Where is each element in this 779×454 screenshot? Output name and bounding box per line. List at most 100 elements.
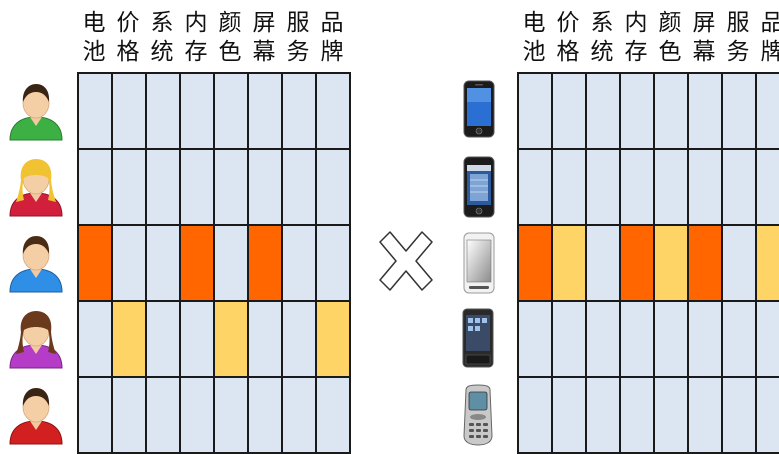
feature-header-char: 屏 [692,10,716,36]
matrix-cell [77,148,113,226]
matrix-cell [585,148,621,226]
matrix-cell [551,148,587,226]
multiply-cross-icon [379,231,433,291]
matrix-cell [315,224,351,302]
feature-header-char: 颜 [218,10,242,36]
matrix-cell [653,148,689,226]
matrix-cell [585,72,621,150]
matrix-cell [755,376,779,454]
matrix-cell [551,300,587,378]
feature-header-char: 务 [286,39,310,65]
matrix-cell [111,224,147,302]
matrix-cell [315,300,351,378]
matrix-cell [247,72,283,150]
matrix-cell [551,72,587,150]
feature-header-char: 颜 [658,10,682,36]
matrix-cell [179,224,215,302]
matrix-cell [247,224,283,302]
matrix-cell [145,300,181,378]
matrix-cell [585,224,621,302]
matrix-cell [179,72,215,150]
feature-header-char: 牌 [320,39,344,65]
matrix-cell [145,224,181,302]
matrix-cell [653,300,689,378]
matrix-cell [517,376,553,454]
matrix-cell [213,148,249,226]
matrix-cell [653,224,689,302]
feature-header-char: 电 [82,10,106,36]
user-female-purple-icon [6,308,66,374]
matrix-cell [517,148,553,226]
feature-header-char: 存 [184,39,208,65]
user-red-icon [6,384,66,450]
matrix-cell [179,300,215,378]
matrix-cell [755,72,779,150]
matrix-cell [687,300,723,378]
matrix-cell [721,224,757,302]
matrix-cell [213,224,249,302]
nokia-phone-icon [462,384,494,450]
matrix-cell [111,72,147,150]
matrix-cell [755,300,779,378]
matrix-cell [315,72,351,150]
matrix-cell [281,300,317,378]
feature-header-char: 价 [116,10,140,36]
feature-header-char: 格 [116,39,140,65]
matrix-cell [315,148,351,226]
feature-header-char: 池 [522,39,546,65]
matrix-cell [619,148,655,226]
matrix-cell [619,300,655,378]
feature-header-char: 幕 [692,39,716,65]
matrix-cell [551,376,587,454]
matrix-cell [111,376,147,454]
feature-header-char: 统 [150,39,174,65]
matrix-cell [721,300,757,378]
feature-header-char: 电 [522,10,546,36]
matrix-cell [145,72,181,150]
feature-header-char: 价 [556,10,580,36]
matrix-cell [687,72,723,150]
matrix-cell [213,300,249,378]
matrix-cell [517,224,553,302]
iphone-black-icon [462,80,496,142]
matrix-cell [721,376,757,454]
matrix-cell [213,72,249,150]
feature-header-char: 服 [286,10,310,36]
matrix-cell [653,72,689,150]
matrix-cell [213,376,249,454]
feature-header-char: 色 [218,39,242,65]
matrix-cell [517,72,553,150]
matrix-cell [145,148,181,226]
user-blue-icon [6,232,66,298]
white-smartphone-icon [462,232,496,298]
matrix-cell [619,72,655,150]
feature-header-char: 屏 [252,10,276,36]
matrix-cell [179,148,215,226]
feature-header-char: 品 [320,10,344,36]
feature-header-char: 统 [590,39,614,65]
matrix-cell [247,148,283,226]
feature-header-char: 幕 [252,39,276,65]
matrix-cell [687,376,723,454]
feature-header-char: 色 [658,39,682,65]
matrix-cell [755,224,779,302]
matrix-cell [145,376,181,454]
matrix-cell [315,376,351,454]
feature-header-char: 系 [150,10,174,36]
matrix-cell [619,224,655,302]
matrix-cell [77,224,113,302]
iphone-app-screen-icon [462,156,496,222]
feature-header-char: 牌 [760,39,779,65]
matrix-cell [281,224,317,302]
matrix-cell [551,224,587,302]
android-phone-icon [462,308,494,372]
matrix-cell [721,72,757,150]
matrix-cell [619,376,655,454]
matrix-cell [77,300,113,378]
matrix-cell [517,300,553,378]
matrix-cell [585,376,621,454]
matrix-cell [179,376,215,454]
matrix-cell [247,376,283,454]
feature-header-char: 品 [760,10,779,36]
